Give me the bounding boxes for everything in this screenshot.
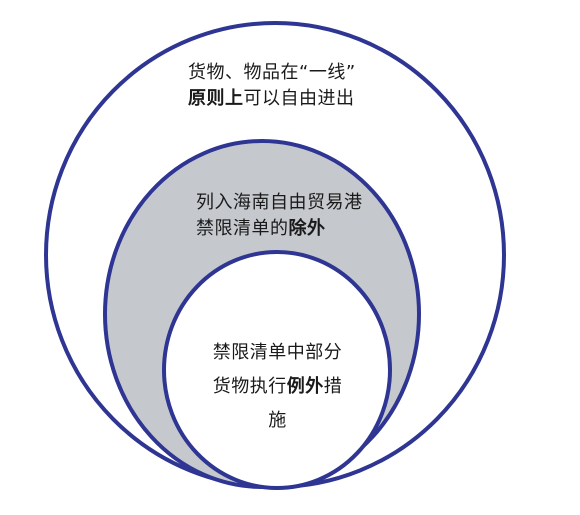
outer-label-line2-rest: 可以自由进出 bbox=[243, 88, 355, 109]
inner-label-emphasis: 例外 bbox=[286, 376, 324, 397]
outer-circle-label: 货物、物品在“一线” 原则上可以自由进出 bbox=[188, 60, 356, 112]
inner-label-line3: 施 bbox=[268, 410, 287, 431]
inner-label-line1: 禁限清单中部分 bbox=[212, 342, 343, 363]
outer-label-line2: 原则上可以自由进出 bbox=[188, 86, 356, 112]
inner-label-line2: 货物执行例外措 bbox=[190, 370, 365, 404]
middle-label-emphasis: 除外 bbox=[288, 218, 326, 239]
inner-circle-label: 禁限清单中部分 货物执行例外措 施 bbox=[190, 336, 365, 438]
inner-circle bbox=[162, 250, 392, 490]
outer-label-line1: 货物、物品在“一线” bbox=[188, 62, 356, 83]
middle-label-line2: 禁限清单的除外 bbox=[196, 216, 363, 242]
inner-label-line2-end: 措 bbox=[323, 376, 343, 397]
middle-label-line1: 列入海南自由贸易港 bbox=[196, 192, 363, 213]
middle-circle-label: 列入海南自由贸易港 禁限清单的除外 bbox=[196, 190, 363, 242]
outer-label-emphasis: 原则上 bbox=[188, 88, 244, 109]
inner-label-line2-start: 货物执行 bbox=[212, 376, 287, 397]
middle-label-line2-rest: 禁限清单的 bbox=[196, 218, 289, 239]
